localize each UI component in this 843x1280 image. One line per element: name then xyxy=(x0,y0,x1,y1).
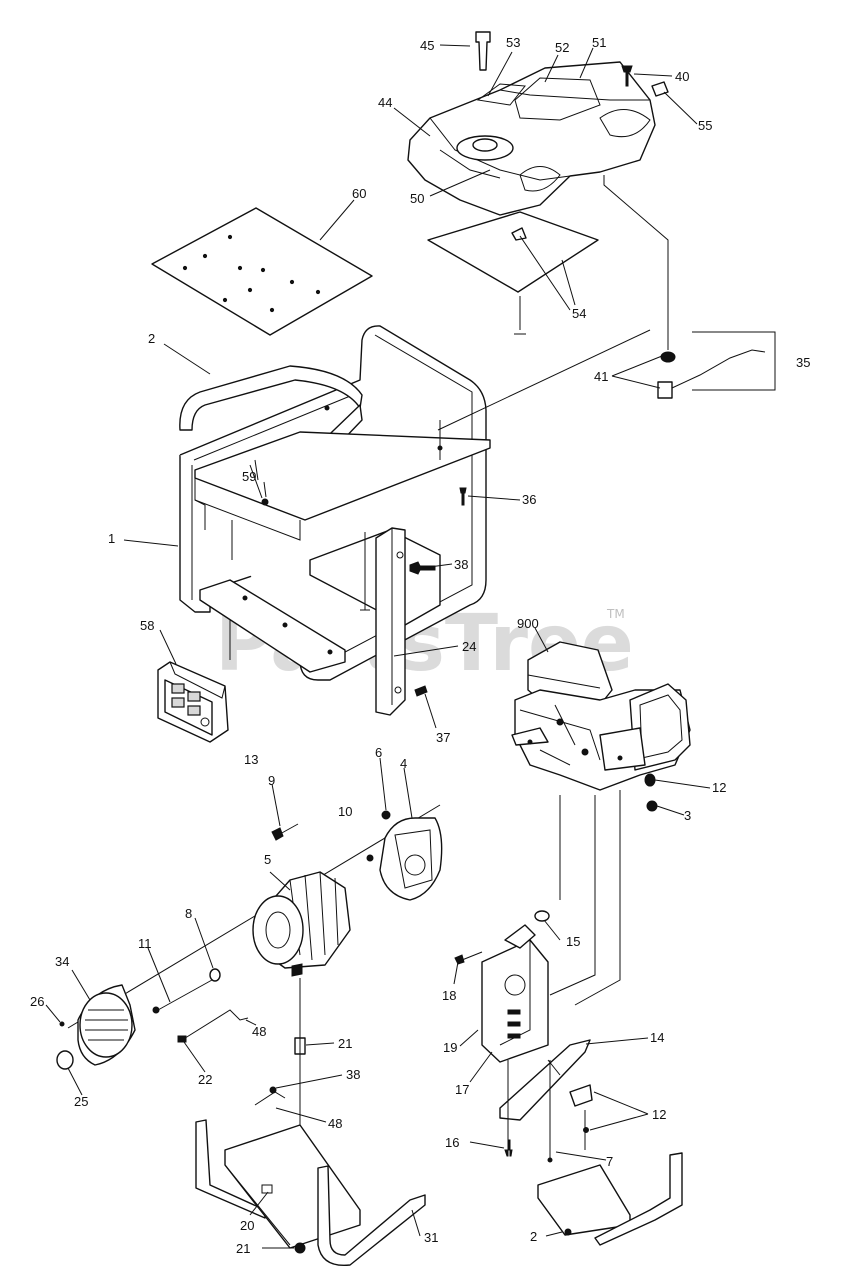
callout-leaders xyxy=(45,44,711,1249)
callout-50: 50 xyxy=(410,191,424,206)
callout-18: 18 xyxy=(442,988,456,1003)
callout-900: 900 xyxy=(517,616,539,631)
callout-44: 44 xyxy=(378,95,392,110)
callout-3: 3 xyxy=(684,808,691,823)
control-panel-58 xyxy=(157,661,229,743)
callout-60: 60 xyxy=(352,186,366,201)
callout-53: 53 xyxy=(506,35,520,50)
callout-7: 7 xyxy=(606,1154,613,1169)
callout-58: 58 xyxy=(140,618,154,633)
callout-8: 8 xyxy=(185,906,192,921)
callout-37: 37 xyxy=(436,730,450,745)
callout-48-base: 48 xyxy=(328,1116,342,1131)
callout-36: 36 xyxy=(522,492,536,507)
callout-9: 9 xyxy=(268,773,275,788)
watermark-trademark: TM xyxy=(606,607,625,621)
base-frame-right xyxy=(537,1152,683,1246)
muffler-group xyxy=(454,910,593,1163)
callout-4: 4 xyxy=(400,756,407,771)
callout-21-spacer: 21 xyxy=(338,1036,352,1051)
fuel-tank-assembly xyxy=(407,31,776,399)
callout-14: 14 xyxy=(650,1030,664,1045)
callout-22: 22 xyxy=(198,1072,212,1087)
callout-55: 55 xyxy=(698,118,712,133)
callout-10: 10 xyxy=(338,804,352,819)
callout-5: 5 xyxy=(264,852,271,867)
callout-38-base: 38 xyxy=(346,1067,360,1082)
callout-26: 26 xyxy=(30,994,44,1009)
callout-2-handle: 2 xyxy=(148,331,155,346)
top-plate-60 xyxy=(151,207,373,336)
callout-12-engine: 12 xyxy=(712,780,726,795)
callout-41: 41 xyxy=(594,369,608,384)
callout-40: 40 xyxy=(675,69,689,84)
callout-labels: 45 53 52 51 40 55 44 50 60 54 2 35 41 59… xyxy=(30,35,810,1256)
callout-21-base: 21 xyxy=(236,1241,250,1256)
alternator-group xyxy=(56,804,443,1248)
callout-15: 15 xyxy=(566,934,580,949)
callout-25: 25 xyxy=(74,1094,88,1109)
callout-45: 45 xyxy=(420,38,434,53)
callout-52: 52 xyxy=(555,40,569,55)
engine-900 xyxy=(511,641,691,1006)
base-frame-left xyxy=(195,1086,426,1267)
callout-59: 59 xyxy=(242,469,256,484)
callout-48-wire: 48 xyxy=(252,1024,266,1039)
callout-19: 19 xyxy=(443,1040,457,1055)
frame-assembly xyxy=(179,325,651,716)
callout-54: 54 xyxy=(572,306,586,321)
callout-24: 24 xyxy=(462,639,476,654)
callout-11: 11 xyxy=(138,936,152,951)
callout-2-base: 2 xyxy=(530,1229,537,1244)
callout-1: 1 xyxy=(108,531,115,546)
callout-16: 16 xyxy=(445,1135,459,1150)
callout-38-frame: 38 xyxy=(454,557,468,572)
callout-34: 34 xyxy=(55,954,69,969)
callout-13: 13 xyxy=(244,752,258,767)
callout-17: 17 xyxy=(455,1082,469,1097)
callout-51: 51 xyxy=(592,35,606,50)
callout-35: 35 xyxy=(796,355,810,370)
callout-12-bracket: 12 xyxy=(652,1107,666,1122)
callout-20: 20 xyxy=(240,1218,254,1233)
callout-6: 6 xyxy=(375,745,382,760)
callout-31: 31 xyxy=(424,1230,438,1245)
